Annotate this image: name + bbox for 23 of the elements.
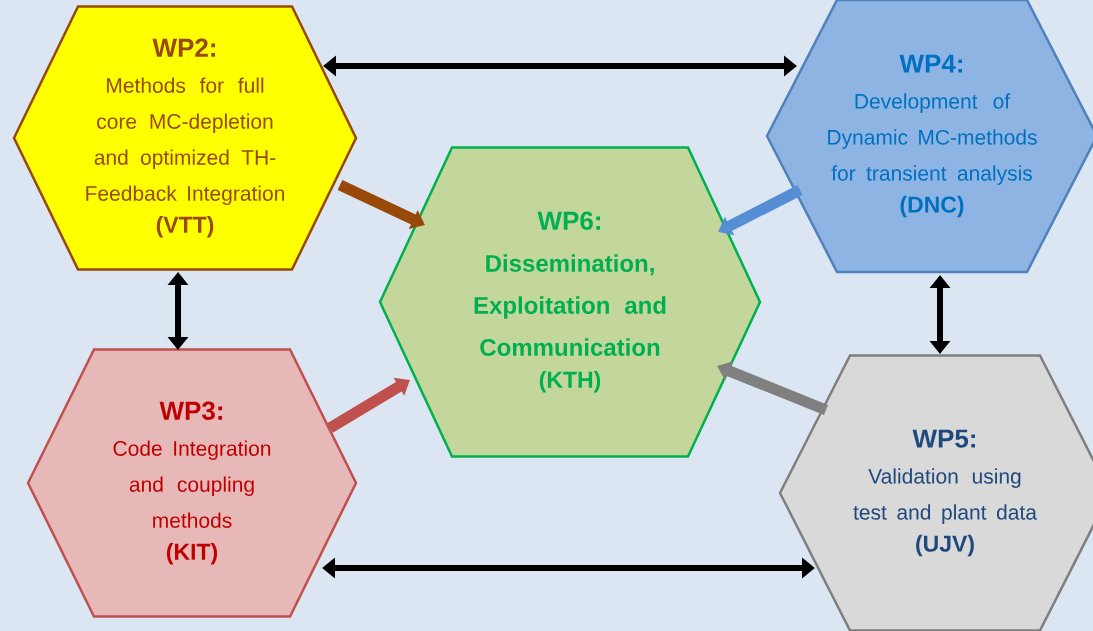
hexagon-box: [778, 354, 1093, 631]
hexagon-box: [378, 146, 762, 458]
heading: WP5:: [912, 429, 975, 448]
partner-label: (VTT): [156, 216, 214, 238]
heading: WP2:: [152, 38, 215, 57]
hexagon-box: [26, 348, 358, 618]
arrow: [327, 377, 410, 433]
hexagon-box: [765, 0, 1093, 274]
hexagon-box: [12, 5, 358, 271]
description: Dissemination, Exploitation and Communication: [474, 254, 666, 356]
arrow: [337, 180, 425, 229]
description: Code Integration and coupling methods: [113, 440, 271, 528]
partner-label: (DNC): [900, 195, 964, 218]
heading: WP4:: [899, 54, 962, 73]
partner-label: (UJV): [916, 534, 974, 557]
partner-label: (KTH): [539, 371, 601, 393]
description: Methods for full core MC-depletion and optimized TH-Feedback Integration: [86, 77, 284, 206]
heading: WP3:: [159, 401, 222, 420]
heading: WP6:: [537, 211, 600, 230]
partner-label: (KIT): [166, 543, 218, 565]
description: Development of Dynamic MC-methods for transient analysis: [828, 93, 1037, 185]
description: Validation using test and plant data: [853, 468, 1037, 524]
arrow: [718, 185, 803, 236]
